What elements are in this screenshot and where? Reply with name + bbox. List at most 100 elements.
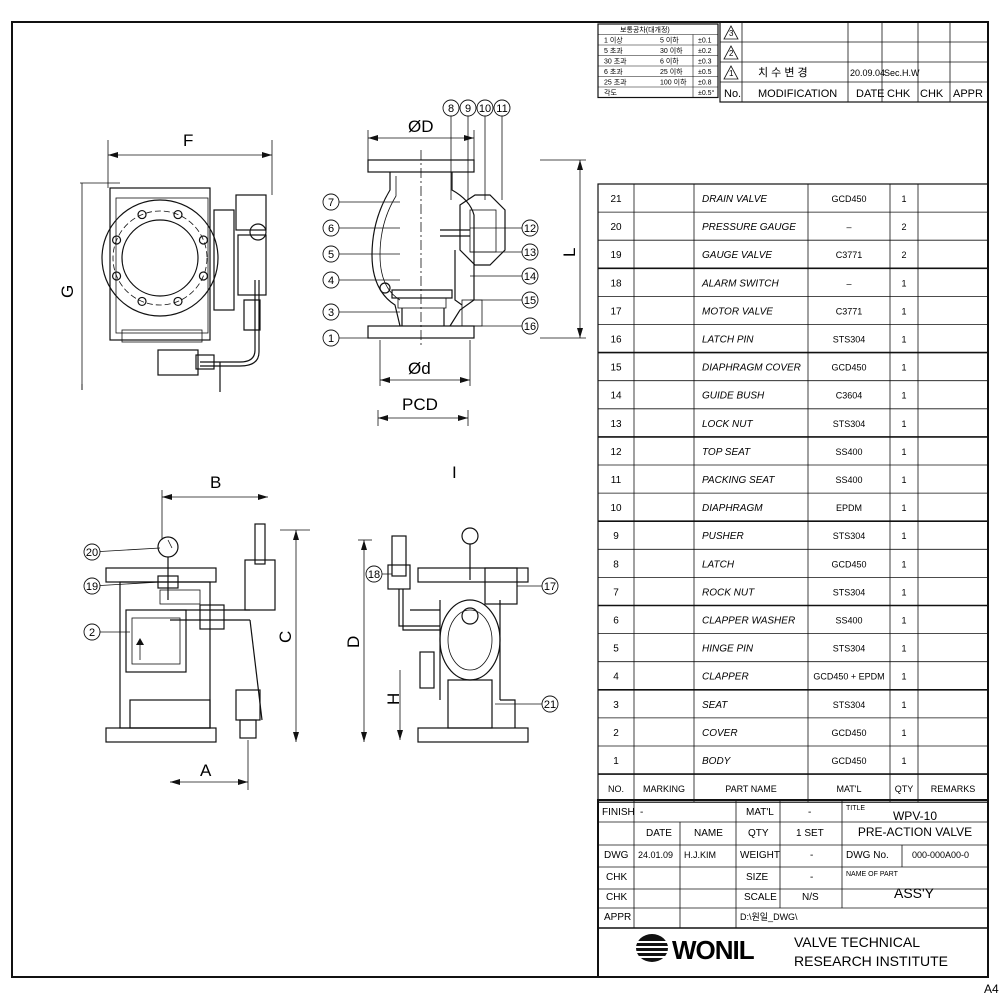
balloon-4 [322, 271, 340, 289]
balloon-label: 5 [328, 249, 334, 261]
part-name: MOTOR VALVE [702, 306, 773, 317]
tol-cell: 5 초과 [604, 46, 623, 55]
tol-cell: 25 이하 [660, 67, 683, 76]
part-qty: 1 [901, 700, 906, 710]
part-matl: GCD450 [831, 728, 866, 738]
balloon-label: 6 [328, 223, 334, 235]
part-name: GUIDE BUSH [702, 391, 765, 402]
company-line1: VALVE TECHNICAL [794, 934, 920, 950]
bolt-hole [173, 209, 183, 220]
bolt-hole [198, 235, 209, 245]
tol-cell: 25 초과 [604, 78, 627, 87]
part-no: 15 [610, 363, 622, 374]
scale-value: N/S [802, 892, 819, 903]
dim-B: B [210, 473, 221, 492]
part-matl: – [846, 222, 851, 232]
rev-triangle-icon [723, 65, 739, 80]
part-matl: GCD450 [831, 194, 866, 204]
balloon-11 [493, 99, 511, 117]
bolt-hole [111, 271, 122, 281]
tol-cell: 1 이상 [604, 36, 623, 45]
rev-header: MODIFICATION [758, 88, 837, 100]
part-no: 19 [610, 250, 622, 261]
title-line2: PRE-ACTION VALVE [858, 825, 972, 839]
tol-cell: 30 이하 [660, 46, 683, 55]
balloon-label: 2 [89, 627, 95, 639]
part-no: 10 [610, 503, 622, 514]
balloon-9 [459, 99, 477, 117]
dim-I: I [452, 463, 457, 482]
rev-chk1: Sec.H.W [884, 68, 920, 78]
bolt-hole [137, 209, 147, 220]
part-no: 7 [613, 587, 619, 598]
part-matl: STS304 [833, 587, 866, 597]
balloon-label: 16 [524, 321, 536, 333]
rev-header: CHK [920, 88, 944, 100]
balloon-19 [83, 577, 101, 595]
part-no: 2 [613, 728, 619, 739]
part-matl: GCD450 [831, 363, 866, 373]
rev-no: 3 [729, 29, 734, 38]
dim-C: C [276, 631, 295, 643]
part-matl: GCD450 [831, 756, 866, 766]
tol-cell: 각도 [604, 89, 617, 97]
part-name: DRAIN VALVE [702, 194, 767, 205]
tol-cell: ±0.1 [698, 38, 712, 45]
dwgno-value: 000-000A00-0 [912, 850, 969, 860]
parts-header: QTY [895, 784, 914, 794]
company-logo-text: WONIL [672, 935, 755, 965]
sheet-size-mark: A4 [984, 982, 999, 996]
company-logo: WONIL [636, 934, 756, 965]
appr-label: APPR [604, 912, 631, 923]
part-qty: 1 [901, 756, 906, 766]
balloon-label: 21 [544, 699, 556, 711]
part-no: 14 [610, 391, 622, 402]
nameofpart-label: NAME OF PART [846, 871, 899, 878]
dwgno-label: DWG No. [846, 850, 889, 861]
dim-OD: ØD [408, 117, 434, 136]
parts-header: PART NAME [725, 784, 777, 794]
balloon-label: 1 [328, 333, 334, 345]
part-name: LOCK NUT [702, 419, 753, 430]
balloon-label: 18 [368, 569, 380, 581]
date-label: DATE [646, 828, 672, 839]
balloon-17 [541, 577, 559, 595]
part-no: 9 [613, 531, 619, 542]
part-name: SEAT [702, 700, 728, 711]
rev-header: CHK [887, 88, 911, 100]
tol-cell: 5 이하 [660, 36, 679, 45]
rev-header: DATE [856, 88, 885, 100]
part-qty: 1 [901, 728, 906, 738]
part-qty: 1 [901, 363, 906, 373]
balloon-2 [83, 623, 101, 641]
part-matl: STS304 [833, 419, 866, 429]
tol-cell: ±0.8 [698, 80, 712, 87]
dim-PCD: PCD [402, 395, 438, 414]
part-name: CLAPPER [702, 672, 749, 683]
title-frame [597, 799, 989, 978]
dim-G: G [58, 285, 77, 298]
dwg-name: H.J.KIM [684, 850, 716, 860]
balloon-label: 3 [328, 307, 334, 319]
view-front-top-left: F G [58, 131, 273, 392]
rev-triangle-icon [723, 25, 739, 40]
part-matl: – [846, 278, 851, 288]
part-matl: GCD450 + EPDM [813, 672, 884, 682]
part-qty: 1 [901, 447, 906, 457]
matl-value: - [808, 807, 811, 818]
balloon-15 [521, 291, 539, 309]
parts-header: NO. [608, 784, 624, 794]
tol-cell: ±0.3 [698, 59, 712, 66]
rev-no: 1 [729, 69, 734, 78]
balloon-label: 10 [479, 103, 491, 115]
balloon-label: 11 [496, 103, 507, 115]
leader-line [91, 581, 161, 587]
dim-A: A [200, 761, 212, 780]
finish-value: - [640, 807, 643, 818]
part-qty: 1 [901, 278, 906, 288]
part-no: 8 [613, 559, 619, 570]
